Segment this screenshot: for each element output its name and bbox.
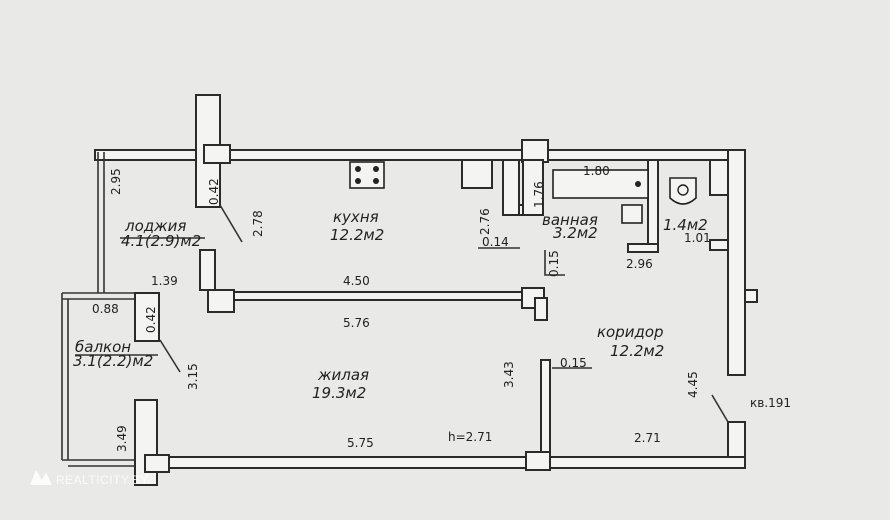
wc-right-wall	[709, 159, 729, 196]
dim-label: 0.15	[560, 356, 587, 370]
burner-icon	[355, 166, 361, 172]
balcony-top-wall	[62, 292, 135, 300]
dim-label: 0.42	[207, 178, 221, 205]
bath-bottom-wall	[627, 243, 659, 253]
balcony-door-partition	[134, 292, 160, 342]
dim-label: 2.76	[478, 208, 492, 235]
dim-label: 0.15	[547, 250, 561, 277]
top-column	[521, 139, 549, 163]
living-corridor-partition	[540, 359, 551, 461]
wc-bottom-wall	[709, 239, 729, 251]
right-wall-upper	[727, 149, 746, 376]
ceiling-height-label: h=2.71	[448, 430, 492, 444]
wall-stub	[534, 297, 548, 321]
toilet-icon	[669, 177, 697, 205]
kitchen-living-wall	[207, 291, 524, 301]
bath-wall-right	[522, 159, 544, 216]
dim-label: 2.71	[634, 431, 661, 445]
living-name: жилая	[317, 366, 369, 384]
toilet-bowl-icon	[677, 184, 689, 196]
bathroom-name: ванная	[542, 211, 598, 229]
watermark-logo-icon	[30, 470, 52, 485]
dim-label: 4.45	[686, 371, 700, 398]
stove-icon	[349, 161, 385, 189]
right-wall-notch	[744, 289, 758, 303]
dim-label: 1.39	[151, 274, 178, 288]
kitchen-name: кухня	[333, 208, 379, 226]
bathtub-icon	[552, 169, 649, 199]
leader-line	[159, 339, 181, 373]
burner-icon	[373, 166, 379, 172]
loggia-area: 4.1(2.9)м2	[121, 232, 201, 250]
burner-icon	[355, 178, 361, 184]
top-wall	[94, 149, 746, 161]
bottom-wall	[149, 456, 746, 469]
kitchen-bath-wall	[502, 159, 520, 216]
dim-label: 2.96	[626, 257, 653, 271]
door-line	[711, 394, 729, 423]
dim-label: 3.43	[502, 361, 516, 388]
dimension-labels: 2.95 0.42 2.78 2.76 0.14 1.76 1.80 1.01 …	[92, 164, 791, 452]
dim-label: 3.15	[186, 363, 200, 390]
corridor-area: 12.2м2	[610, 342, 664, 360]
burner-icon	[373, 178, 379, 184]
balcony-area: 3.1(2.2)м2	[73, 352, 153, 370]
sink-icon	[621, 204, 643, 224]
dim-label: 1.01	[684, 231, 711, 245]
dim-label: 0.42	[144, 306, 158, 333]
dim-label: 5.76	[343, 316, 370, 330]
leader-line	[544, 250, 565, 276]
dim-label: 2.95	[109, 168, 123, 195]
leader-lines	[75, 204, 729, 423]
walls	[61, 94, 758, 486]
balcony-name: балкон	[75, 338, 131, 356]
dim-label: 1.80	[583, 164, 610, 178]
bath-wc-wall	[647, 159, 659, 251]
drain-icon	[635, 181, 641, 187]
dim-label: 4.50	[343, 274, 370, 288]
bottom-column	[144, 454, 170, 473]
dim-label: 0.88	[92, 302, 119, 316]
dim-label: 3.49	[115, 425, 129, 452]
apartment-number-label: кв.191	[750, 396, 791, 410]
bottom-joint	[525, 451, 551, 471]
post	[199, 249, 216, 291]
room-labels: лоджия 4.1(2.9)м2 кухня 12.2м2 ванная 3.…	[73, 208, 708, 402]
leader-line	[219, 204, 243, 243]
wall-joint-left	[207, 289, 235, 313]
dim-label: 0.14	[482, 235, 509, 249]
dim-label: 5.75	[347, 436, 374, 450]
fixtures	[349, 161, 697, 224]
living-area: 19.3м2	[312, 384, 366, 402]
bathroom-area: 3.2м2	[553, 224, 598, 242]
column-cap	[203, 144, 231, 164]
watermark-text: REALTICITY.BY	[56, 473, 149, 487]
kitchen-area: 12.2м2	[330, 226, 384, 244]
corridor-name: коридор	[597, 323, 664, 341]
dim-label: 2.78	[251, 210, 265, 237]
loggia-name: лоджия	[124, 217, 186, 235]
kitchen-appliance	[461, 159, 493, 189]
wc-area: 1.4м2	[663, 216, 708, 234]
watermark: REALTICITY.BY	[30, 470, 149, 487]
dim-label: 1.76	[532, 181, 546, 208]
balcony-outer-wall	[61, 293, 69, 460]
